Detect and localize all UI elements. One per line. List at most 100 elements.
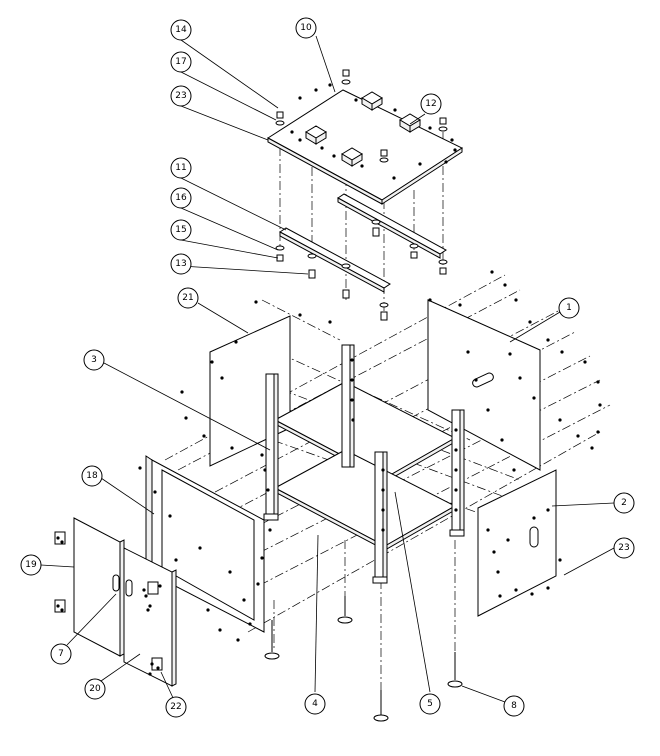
callout-16: 16 — [170, 187, 192, 209]
screw-icon — [234, 340, 238, 344]
svg-text:11: 11 — [175, 163, 186, 173]
screw-icon — [153, 490, 157, 494]
screw-icon — [486, 408, 490, 412]
screw-icon — [500, 438, 504, 442]
rear-side-panel — [427, 299, 541, 471]
screw-icon — [583, 360, 587, 364]
callout-8: 8 — [503, 695, 525, 717]
callout-11: 11 — [170, 157, 192, 179]
screw-icon — [528, 320, 532, 324]
screw-icon — [558, 558, 562, 562]
screw-icon — [506, 538, 510, 542]
screw-icon — [444, 160, 448, 164]
screw-icon — [236, 638, 240, 642]
screw-icon — [590, 446, 594, 450]
svg-text:1: 1 — [566, 303, 572, 313]
screw-icon — [158, 584, 162, 588]
callout-4: 4 — [304, 693, 326, 715]
svg-text:18: 18 — [86, 471, 98, 481]
svg-text:8: 8 — [511, 701, 517, 711]
callout-12: 12 — [420, 93, 442, 115]
screw-icon — [148, 672, 152, 676]
screw-icon — [393, 108, 397, 112]
callout-1: 1 — [558, 297, 580, 319]
leveling-feet — [264, 596, 463, 722]
screw-icon — [458, 303, 462, 307]
screw-icon — [596, 430, 600, 434]
screw-icon — [474, 378, 478, 382]
screw-icon — [381, 528, 385, 532]
screw-icon — [450, 138, 454, 142]
screw-icon — [180, 390, 184, 394]
screw-icon — [428, 298, 432, 302]
screw-icon — [454, 428, 458, 432]
screw-icon — [351, 418, 355, 422]
callout-2: 2 — [613, 492, 635, 514]
callout-20: 20 — [84, 678, 106, 700]
doors — [54, 517, 177, 687]
callout-18: 18 — [81, 465, 103, 487]
screw-icon — [466, 350, 470, 354]
screw-icon — [454, 488, 458, 492]
screw-icon — [210, 360, 214, 364]
screw-icon — [453, 148, 457, 152]
screw-icon — [546, 508, 550, 512]
screw-icon — [381, 488, 385, 492]
screw-icon — [263, 468, 267, 472]
callout-23b: 23 — [613, 537, 635, 559]
door-frame — [145, 455, 265, 633]
callout-10: 10 — [295, 17, 317, 39]
screw-icon — [596, 380, 600, 384]
svg-text:20: 20 — [89, 684, 101, 694]
screw-icon — [486, 528, 490, 532]
screw-icon — [60, 540, 64, 544]
screw-icon — [492, 550, 496, 554]
screw-icon — [206, 608, 210, 612]
callout-13: 13 — [170, 253, 192, 275]
callout-15: 15 — [170, 219, 192, 241]
screw-icon — [248, 622, 252, 626]
screw-icon — [532, 516, 536, 520]
screw-icon — [558, 418, 562, 422]
screw-icon — [381, 508, 385, 512]
svg-text:7: 7 — [58, 649, 64, 659]
mounting-blocks — [305, 91, 421, 167]
svg-text:12: 12 — [425, 99, 436, 109]
screw-icon — [530, 592, 534, 596]
screw-icon — [332, 154, 336, 158]
callout-14: 14 — [170, 19, 192, 41]
svg-text:14: 14 — [175, 25, 187, 35]
screw-icon — [546, 586, 550, 590]
screw-icon — [490, 270, 494, 274]
svg-text:23: 23 — [175, 91, 186, 101]
screw-icon — [228, 570, 232, 574]
screw-icon — [220, 376, 224, 380]
callout-17: 17 — [170, 51, 192, 73]
svg-text:23: 23 — [618, 543, 629, 553]
screw-icon — [156, 666, 160, 670]
screw-icon — [503, 283, 507, 287]
screw-icon — [174, 558, 178, 562]
screw-icon — [148, 604, 152, 608]
svg-text:10: 10 — [300, 23, 312, 33]
screw-icon — [514, 298, 518, 302]
screw-icon — [360, 164, 364, 168]
screw-icon — [560, 350, 564, 354]
callout-3: 3 — [83, 349, 105, 371]
screws — [56, 83, 602, 676]
mounting-rails — [279, 193, 447, 293]
screw-icon — [532, 396, 536, 400]
screw-icon — [508, 352, 512, 356]
screw-icon — [60, 608, 64, 612]
callout-5: 5 — [419, 693, 441, 715]
screw-icon — [290, 130, 294, 134]
screw-icon — [218, 628, 222, 632]
svg-text:13: 13 — [175, 259, 186, 269]
svg-text:19: 19 — [25, 560, 37, 570]
screw-icon — [260, 453, 264, 457]
screw-icon — [56, 604, 60, 608]
screw-icon — [512, 468, 516, 472]
screw-icon — [518, 376, 522, 380]
